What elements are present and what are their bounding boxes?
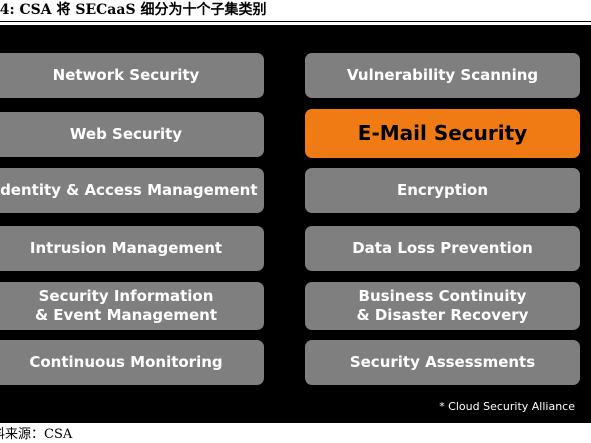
category-network-security: Network Security xyxy=(0,53,264,98)
secaas-category-panel: Network Security Web Security Identity &… xyxy=(0,25,591,423)
category-security-assessments: Security Assessments xyxy=(305,340,580,385)
category-data-loss-prevention: Data Loss Prevention xyxy=(305,226,580,271)
category-intrusion-management: Intrusion Management xyxy=(0,226,264,271)
category-web-security: Web Security xyxy=(0,112,264,157)
source-line: 料来源：CSA xyxy=(0,427,73,442)
category-identity-access-management: Identity & Access Management xyxy=(0,168,264,213)
figure-title: 24: CSA 将 SECaaS 细分为十个子集类别 xyxy=(0,2,267,18)
category-continuous-monitoring: Continuous Monitoring xyxy=(0,340,264,385)
category-security-information-event-management: Security Information & Event Management xyxy=(0,282,264,330)
category-encryption: Encryption xyxy=(305,168,580,213)
category-vulnerability-scanning: Vulnerability Scanning xyxy=(305,53,580,98)
footnote: * Cloud Security Alliance xyxy=(439,400,575,413)
category-email-security-highlighted: E-Mail Security xyxy=(305,109,580,158)
category-business-continuity-disaster-recovery: Business Continuity & Disaster Recovery xyxy=(305,282,580,330)
title-rule xyxy=(0,21,591,22)
